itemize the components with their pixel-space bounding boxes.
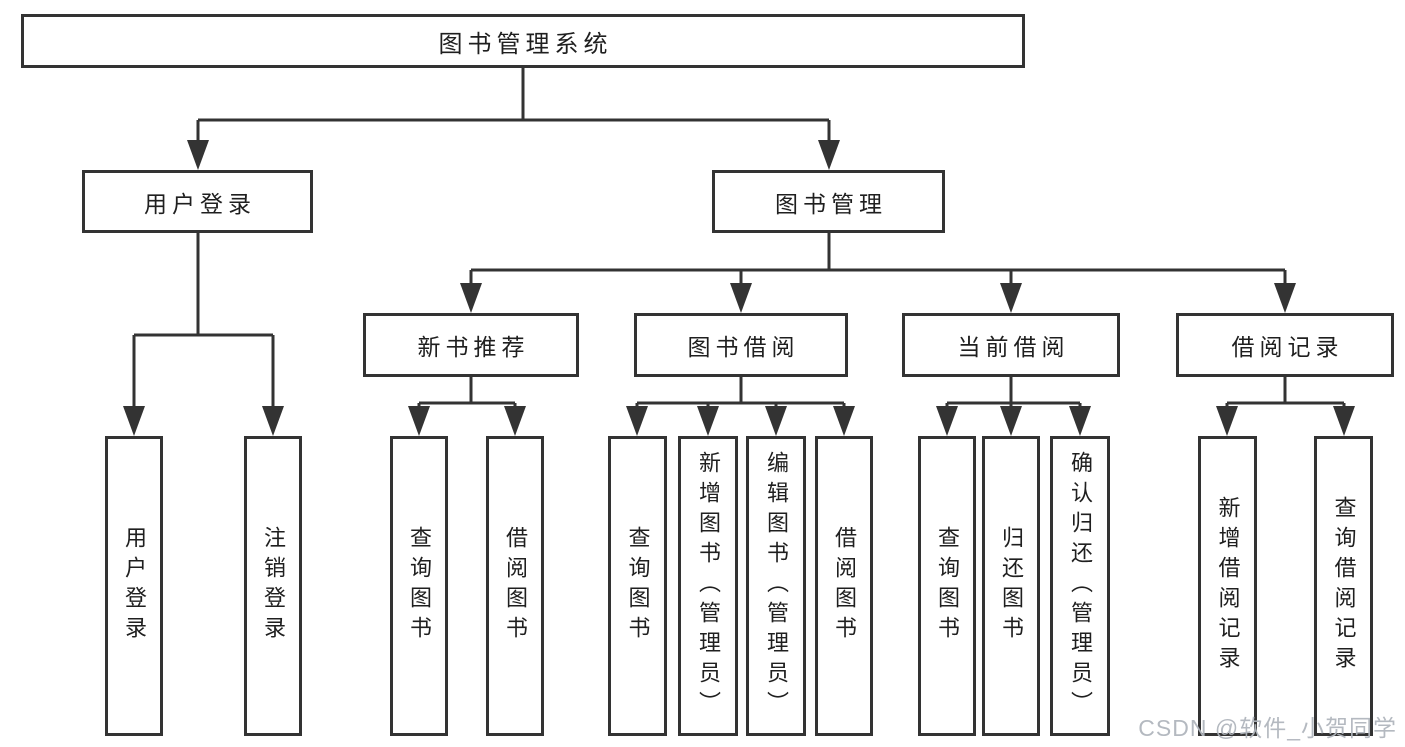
connector-user-to-leaves bbox=[132, 233, 275, 410]
leaf-bb-borrow-books: 借阅图书 bbox=[815, 436, 873, 736]
leaf-cb-return-books: 归还图书 bbox=[982, 436, 1040, 736]
node-user-login: 用户登录 bbox=[82, 170, 313, 233]
leaf-user-login: 用户登录 bbox=[105, 436, 163, 736]
leaf-bb-add-book-admin: 新增图书（管理员） bbox=[678, 436, 738, 736]
leaf-logout: 注销登录 bbox=[244, 436, 302, 736]
watermark: CSDN @软件_小贺同学 bbox=[1138, 715, 1397, 741]
node-new-book-recommend: 新书推荐 bbox=[363, 313, 579, 377]
leaf-bb-query-books: 查询图书 bbox=[608, 436, 667, 736]
leaf-nb-borrow-books: 借阅图书 bbox=[486, 436, 544, 736]
leaf-cb-confirm-return-admin: 确认归还（管理员） bbox=[1050, 436, 1110, 736]
node-root: 图书管理系统 bbox=[21, 14, 1025, 68]
node-book-borrowing: 图书借阅 bbox=[634, 313, 848, 377]
connector-records-to-leaves bbox=[1225, 377, 1346, 410]
leaf-cb-query-books: 查询图书 bbox=[918, 436, 976, 736]
leaf-bb-edit-book-admin: 编辑图书（管理员） bbox=[746, 436, 806, 736]
node-book-management: 图书管理 bbox=[712, 170, 945, 233]
node-current-borrowing: 当前借阅 bbox=[902, 313, 1120, 377]
node-borrow-records: 借阅记录 bbox=[1176, 313, 1394, 377]
leaf-br-query-record: 查询借阅记录 bbox=[1314, 436, 1373, 736]
connector-current-to-leaves bbox=[945, 377, 1082, 410]
connector-newbook-to-leaves bbox=[417, 377, 517, 410]
leaf-nb-query-books: 查询图书 bbox=[390, 436, 448, 736]
connector-borrow-to-leaves bbox=[635, 377, 846, 410]
connector-root-to-level1 bbox=[196, 68, 831, 144]
arrowheads bbox=[123, 140, 1355, 436]
leaf-br-add-record: 新增借阅记录 bbox=[1198, 436, 1257, 736]
connector-mgmt-to-groups bbox=[469, 233, 1287, 287]
